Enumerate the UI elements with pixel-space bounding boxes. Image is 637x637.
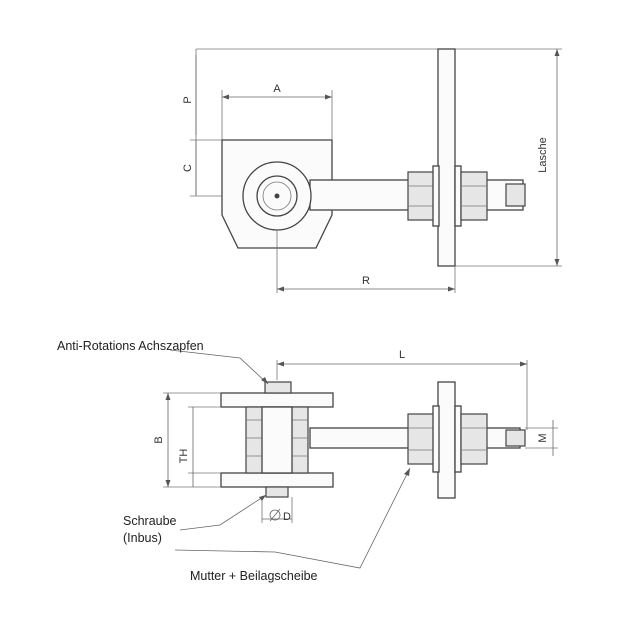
- plate-lasche: [437, 48, 456, 267]
- dim-b-label: B: [153, 436, 165, 443]
- nut-right: [460, 171, 488, 221]
- hinge-core: [261, 406, 293, 474]
- side-washer-right: [454, 405, 462, 473]
- nut-left: [407, 171, 435, 221]
- diameter-symbol: [269, 509, 281, 521]
- dim-b-arrow-top: [165, 393, 171, 400]
- dim-c-label: C: [182, 164, 194, 172]
- washer-left: [432, 165, 440, 227]
- side-bottom-plate: [220, 472, 334, 488]
- dim-l-arrow-right: [520, 361, 527, 367]
- dim-lasche-label: Lasche: [537, 137, 549, 172]
- leader-anti-rotation-arrow: [261, 377, 268, 384]
- side-washer-left: [432, 405, 440, 473]
- washer-right: [454, 165, 462, 227]
- side-view: L B TH D: [57, 339, 558, 583]
- dim-p-label: P: [182, 96, 194, 103]
- dim-a-arrow-right: [325, 94, 332, 100]
- side-bolt-tip: [505, 429, 526, 447]
- callout-nut-washer: Mutter + Beilagscheibe: [190, 569, 318, 583]
- dim-r-label: R: [362, 275, 370, 287]
- top-view: P C A: [182, 48, 562, 293]
- dim-l-label: L: [399, 349, 405, 361]
- callout-anti-rotation: Anti-Rotations Achszapfen: [57, 339, 204, 353]
- leader-nut-washer-arrow: [404, 468, 410, 476]
- dim-lasche-arrow-bottom: [554, 259, 560, 266]
- side-nut-left: [407, 413, 435, 465]
- dim-m-label: M: [537, 433, 549, 442]
- inbus-screw: [265, 486, 289, 498]
- dim-a-arrow-left: [222, 94, 229, 100]
- dim-d-label: D: [283, 511, 291, 523]
- leader-nut-washer: [174, 467, 411, 569]
- dim-b-arrow-bottom: [165, 480, 171, 487]
- diameter-slash: [269, 508, 281, 522]
- dim-r-arrow-right: [448, 286, 455, 292]
- callout-screw-line2: (Inbus): [123, 531, 162, 545]
- dim-l-arrow-left: [277, 361, 284, 367]
- dim-a-label: A: [273, 83, 281, 95]
- dim-th-label: TH: [178, 449, 190, 464]
- eye-center: [274, 193, 280, 199]
- bolt-tip: [505, 183, 526, 207]
- callout-screw-line1: Schraube: [123, 514, 177, 528]
- leader-anti-rotation: [169, 349, 269, 385]
- anti-rotation-pin: [264, 381, 292, 394]
- leader-screw: [179, 494, 267, 531]
- leader-screw-arrow: [259, 495, 266, 501]
- eye-hole: [262, 181, 292, 211]
- side-top-plate: [220, 392, 334, 408]
- dim-lasche-arrow-top: [554, 49, 560, 56]
- dim-r-arrow-left: [277, 286, 284, 292]
- side-plate-lasche: [437, 381, 456, 499]
- side-nut-right: [460, 413, 488, 465]
